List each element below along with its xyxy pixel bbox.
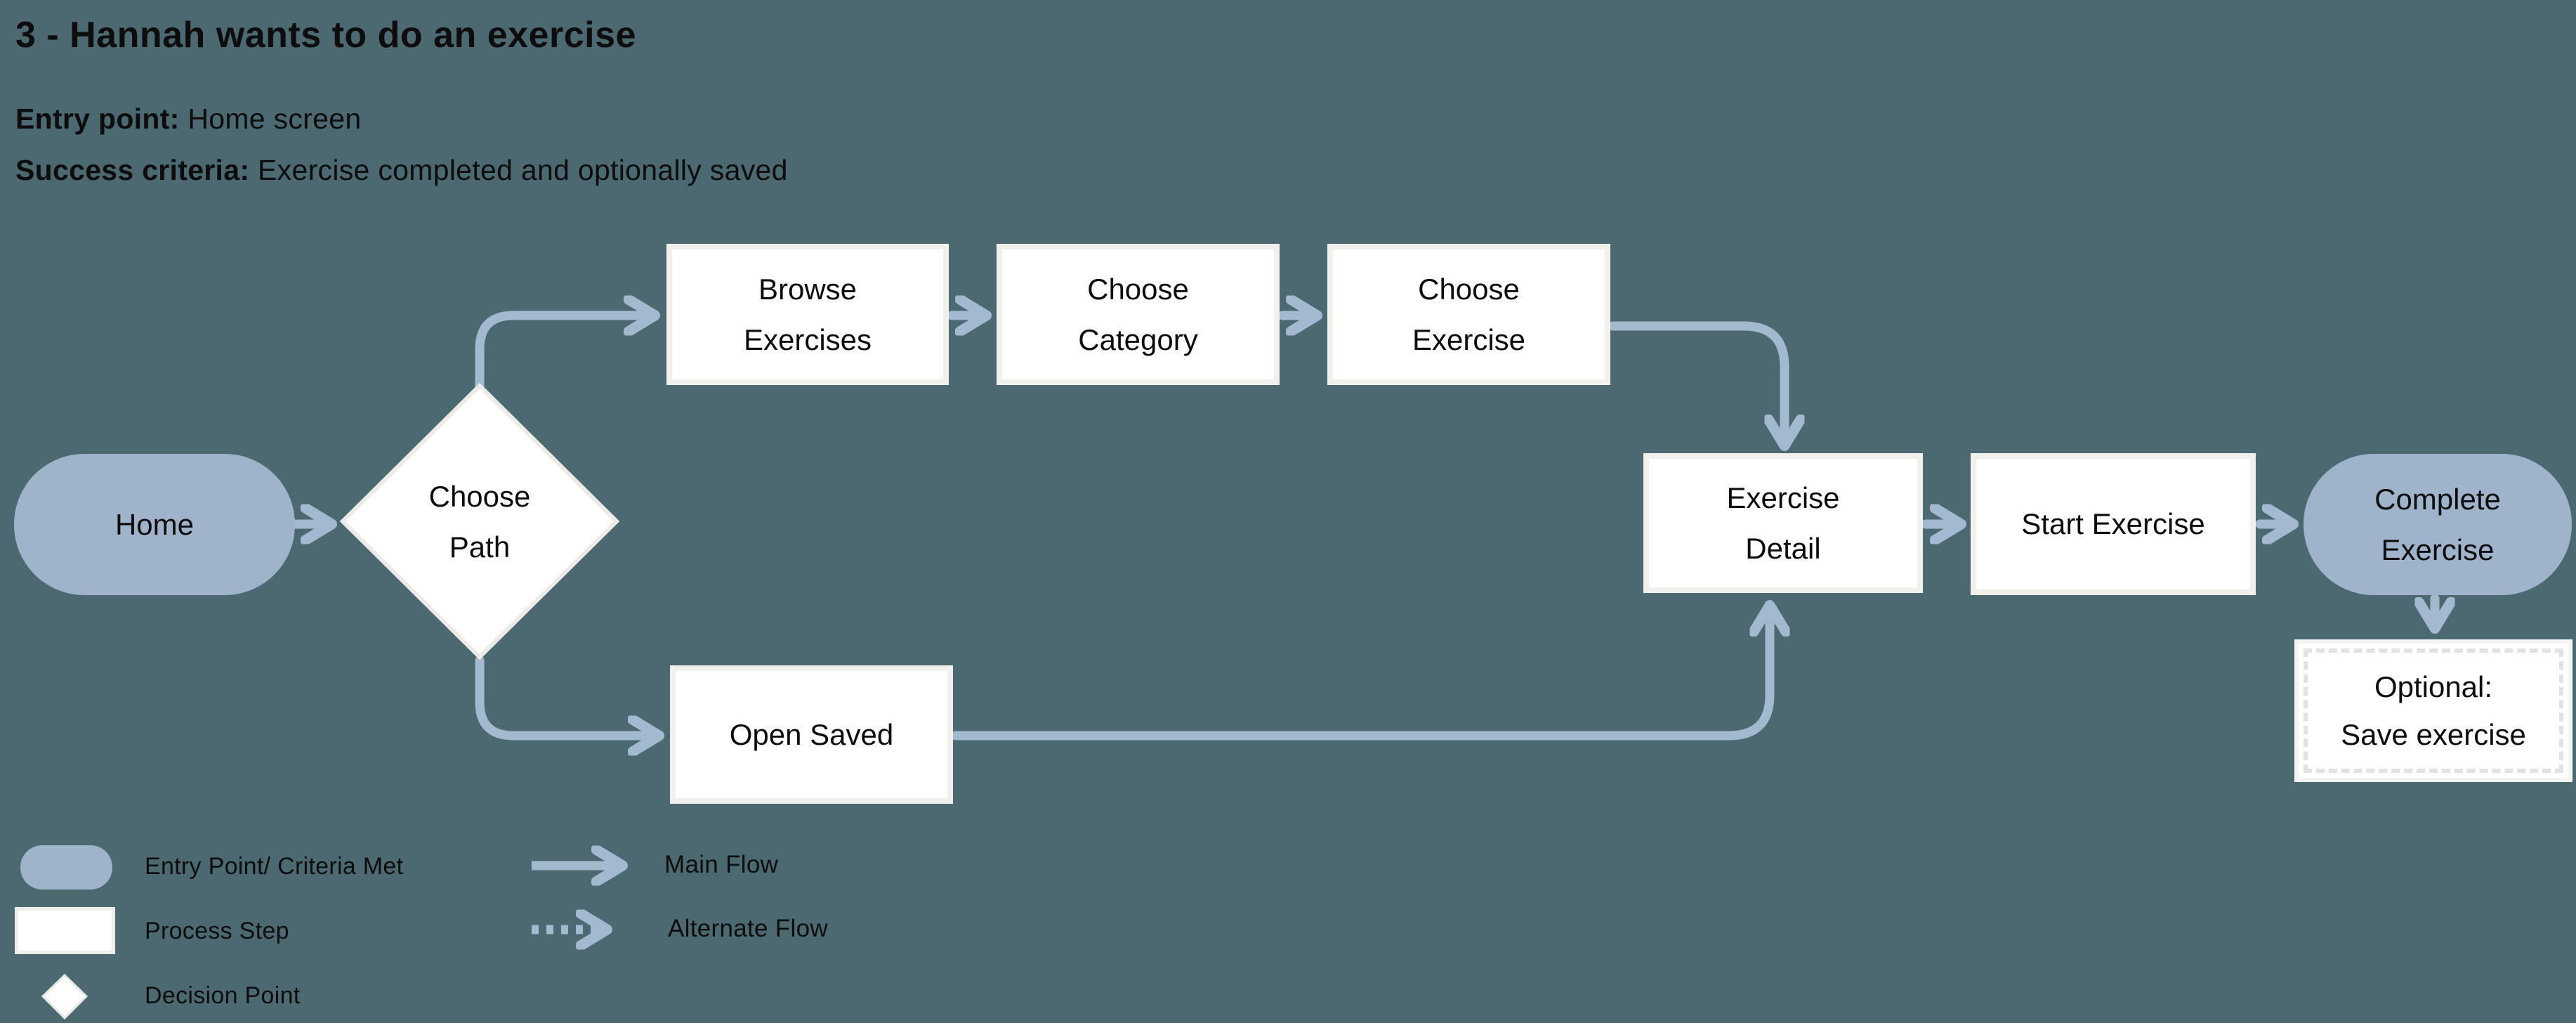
node-exercise-detail: Exercise Detail <box>1643 453 1923 593</box>
success-criteria-value: Exercise completed and optionally saved <box>258 154 788 186</box>
node-browse-exercises: Browse Exercises <box>666 244 949 385</box>
legend-alternate-flow-label: Alternate Flow <box>668 915 828 942</box>
success-criteria-line: Success criteria: Exercise completed and… <box>15 154 788 187</box>
legend-entry-pill-swatch <box>20 845 112 890</box>
legend-process-step-swatch <box>15 907 115 954</box>
legend-decision-diamond <box>41 973 88 1020</box>
page-title: 3 - Hannah wants to do an exercise <box>15 15 636 56</box>
legend-decision-label: Decision Point <box>145 982 301 1009</box>
entry-point-line: Entry point: Home screen <box>15 103 361 136</box>
node-complete-exercise: Complete Exercise <box>2304 454 2572 595</box>
arrow-choose-path-to-open-saved <box>475 656 656 736</box>
node-choose-path-label: Choose Path <box>428 480 531 563</box>
node-home: Home <box>14 454 295 595</box>
entry-point-value: Home screen <box>188 103 362 135</box>
arrow-choose-exercise-to-detail <box>1608 321 1785 443</box>
node-choose-category: Choose Category <box>997 244 1280 385</box>
legend-process-label: Process Step <box>145 918 289 944</box>
arrow-open-saved-to-detail <box>951 608 1770 741</box>
legend-main-flow-label: Main Flow <box>664 851 779 878</box>
node-choose-exercise: Choose Exercise <box>1327 244 1610 385</box>
choose-path-diamond <box>339 382 620 660</box>
node-start-exercise: Start Exercise <box>1971 453 2256 595</box>
legend-entry-label: Entry Point/ Criteria Met <box>145 853 404 880</box>
node-open-saved: Open Saved <box>670 665 953 804</box>
node-optional-save: Optional: Save exercise <box>2294 639 2572 782</box>
arrow-choose-path-to-browse <box>475 315 652 391</box>
entry-point-label: Entry point: <box>15 103 180 135</box>
success-criteria-label: Success criteria: <box>15 154 250 186</box>
